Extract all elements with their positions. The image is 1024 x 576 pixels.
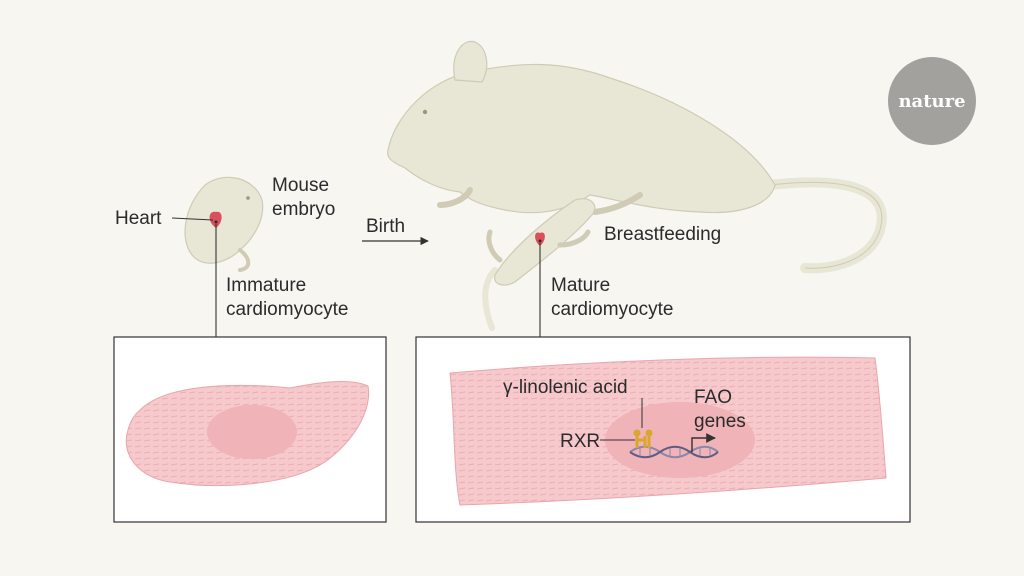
mouse-embryo-label-line2: embryo <box>272 199 335 220</box>
embryo-heart <box>209 211 222 228</box>
fao-genes-label-line2: genes <box>694 411 746 432</box>
immature-label-line1: Immature <box>226 275 306 296</box>
pup-body <box>493 198 596 286</box>
mature-label-line1: Mature <box>551 275 610 296</box>
breastfeeding-label: Breastfeeding <box>604 224 721 245</box>
heart-leader-line <box>171 217 214 221</box>
adult-mouse-tail <box>765 177 887 274</box>
pup-heart-marker <box>538 239 542 243</box>
pup-illustration <box>482 198 596 331</box>
adult-mouse-ear <box>453 40 488 83</box>
fao-gene-arrow <box>691 433 716 452</box>
birth-label: Birth <box>366 216 405 237</box>
adult-mouse-eye <box>422 109 428 115</box>
nature-logo-text: nature <box>898 91 965 112</box>
mouse-embryo-illustration <box>184 176 264 272</box>
adult-mouse-illustration <box>387 40 887 274</box>
mouse-embryo-label-line1: Mouse <box>272 175 329 196</box>
immature-nucleus <box>207 405 297 459</box>
adult-mouse-front-leg <box>437 187 473 208</box>
mature-cardiomyocyte <box>449 356 887 506</box>
mature-label-line2: cardiomyocyte <box>551 299 674 320</box>
immature-label-line2: cardiomyocyte <box>226 299 349 320</box>
embryo-body <box>184 176 264 264</box>
fao-genes-label-line1: FAO <box>694 387 732 408</box>
nature-logo-circle <box>888 57 976 145</box>
embryo-heart-marker <box>214 220 218 224</box>
pup-heart <box>535 232 545 246</box>
embryo-eye <box>246 196 250 200</box>
heart-label: Heart <box>115 208 162 229</box>
rxr-label: RXR <box>560 431 600 452</box>
rxr-receptor <box>633 429 653 448</box>
pup-tail <box>482 267 498 331</box>
adult-mouse-back-leg <box>592 192 643 215</box>
immature-cardiomyocyte <box>125 381 370 487</box>
adult-mouse-body <box>387 63 776 214</box>
linolenic-acid-label: γ-linolenic acid <box>503 377 628 398</box>
